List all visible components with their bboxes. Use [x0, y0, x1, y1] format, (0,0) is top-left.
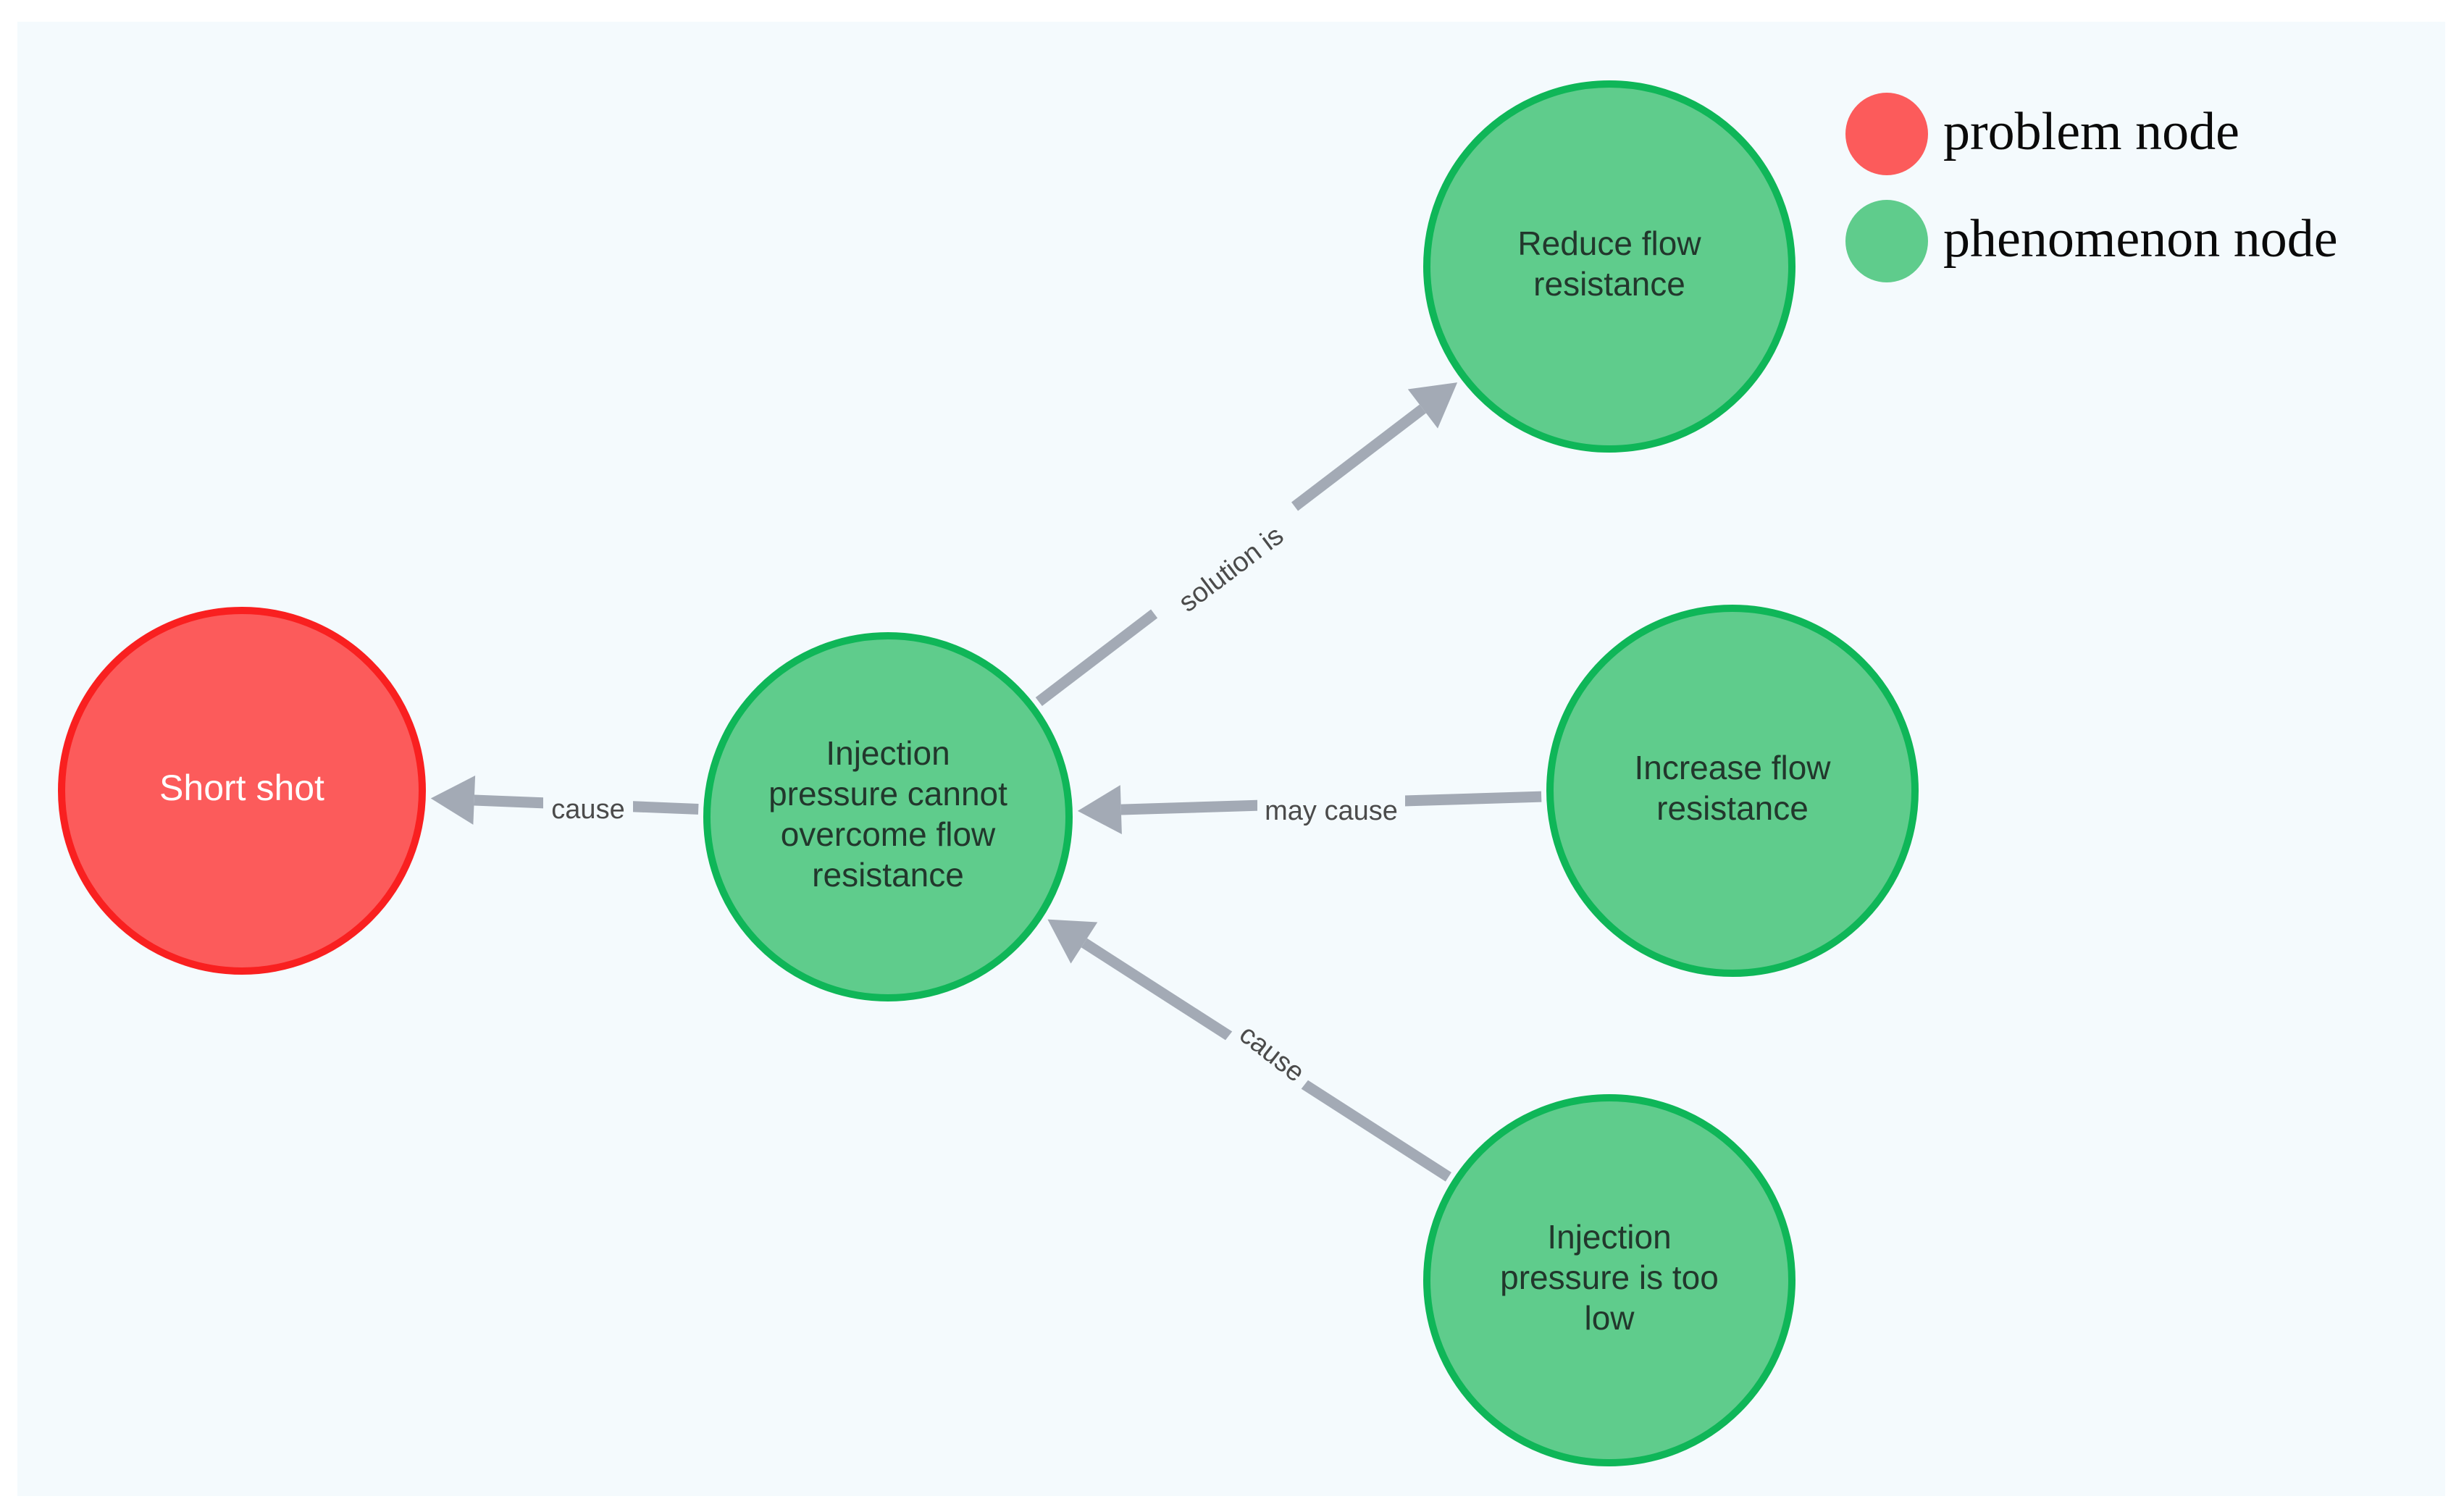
edge-cause-injection-pressure-low-head — [1047, 919, 1098, 964]
edge-cause-short-shot-head — [430, 775, 476, 825]
edge-label-backdrop — [1225, 1011, 1319, 1096]
legend-item-phenomenon-node[interactable]: phenomenon node — [1845, 200, 2338, 282]
edge-label-backdrop — [1257, 792, 1405, 830]
edge-label-edge-may-cause: may cause — [1265, 796, 1398, 826]
edge-may-cause-head — [1077, 785, 1122, 835]
edge-label-group-edge-may-cause: may cause — [1257, 792, 1405, 830]
legend: problem node phenomenon node — [1845, 93, 2338, 282]
legend-circle-marker — [1845, 93, 1928, 175]
edge-label-edge-solution-is: solution is — [1173, 520, 1289, 618]
node-label-short-shot: Short shot — [159, 768, 324, 808]
edge-label-edge-cause-short-shot: cause — [551, 794, 624, 825]
node-short-shot[interactable]: Short shot — [58, 607, 426, 975]
edge-label-group-edge-cause-injection-pressure-low: cause — [1225, 1011, 1319, 1096]
legend-label: phenomenon node — [1943, 209, 2338, 269]
edge-label-group-edge-cause-short-shot: cause — [543, 791, 633, 828]
legend-label: problem node — [1943, 102, 2239, 161]
edge-label-group-edge-solution-is: solution is — [1149, 500, 1314, 638]
node-circle-phenomenon[interactable] — [1423, 80, 1795, 453]
node-circle-phenomenon[interactable] — [1546, 605, 1919, 977]
edge-solution-is-head — [1407, 382, 1458, 429]
node-circle-phenomenon[interactable] — [703, 632, 1073, 1001]
legend-item-problem-node[interactable]: problem node — [1845, 93, 2239, 175]
edge-label-backdrop — [1149, 500, 1314, 638]
node-circle-problem[interactable] — [58, 607, 426, 975]
edge-label-backdrop — [543, 791, 633, 828]
node-circle-phenomenon[interactable] — [1423, 1094, 1795, 1466]
legend-circle-marker — [1845, 200, 1928, 282]
